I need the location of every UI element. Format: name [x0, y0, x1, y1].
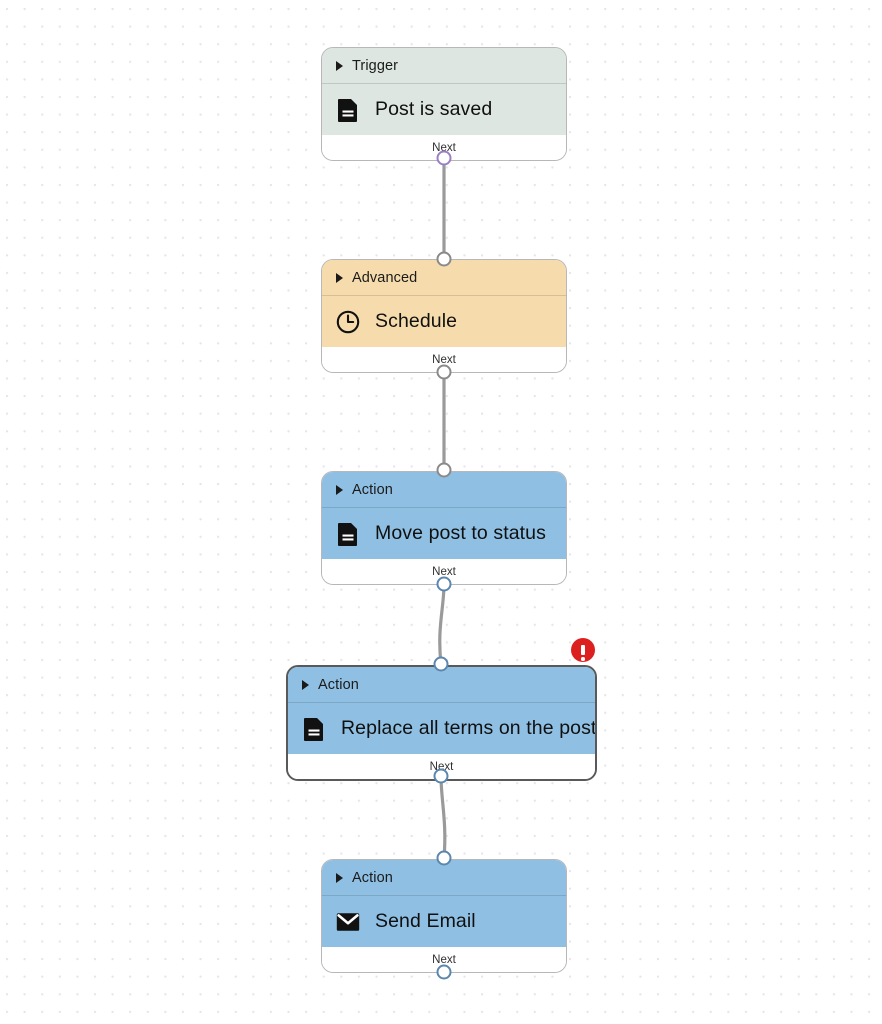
- document-icon: [336, 98, 360, 122]
- port-replace-out[interactable]: [433, 768, 449, 784]
- envelope-icon: [336, 910, 360, 934]
- port-email-in[interactable]: [436, 850, 452, 866]
- node-category-label: Action: [352, 869, 393, 886]
- node-header[interactable]: Trigger: [322, 48, 566, 84]
- node-title: Replace all terms on the post: [341, 717, 597, 739]
- node-category-label: Trigger: [352, 57, 399, 74]
- node-footer-next[interactable]: Next: [288, 754, 595, 779]
- edge-replace-to-email: [439, 774, 447, 860]
- node-body[interactable]: Schedule: [322, 296, 566, 347]
- port-move-in[interactable]: [436, 462, 452, 478]
- chevron-right-icon[interactable]: [336, 484, 343, 495]
- node-body[interactable]: Replace all terms on the post: [288, 703, 595, 754]
- error-badge[interactable]: [571, 638, 595, 662]
- node-header[interactable]: Action: [288, 667, 595, 703]
- chevron-right-icon[interactable]: [336, 60, 343, 71]
- port-move-out[interactable]: [436, 576, 452, 592]
- node-title: Move post to status: [375, 522, 546, 544]
- workflow-node-trigger[interactable]: Trigger Post is saved Next: [321, 47, 567, 161]
- port-email-out[interactable]: [436, 964, 452, 980]
- clock-icon: [336, 310, 360, 334]
- node-title: Schedule: [375, 310, 458, 332]
- node-body[interactable]: Post is saved: [322, 84, 566, 135]
- node-header[interactable]: Action: [322, 860, 566, 896]
- node-body[interactable]: Move post to status: [322, 508, 566, 559]
- document-icon: [336, 522, 360, 546]
- chevron-right-icon[interactable]: [302, 679, 309, 690]
- document-icon: [302, 717, 326, 741]
- port-advanced-in[interactable]: [436, 251, 452, 267]
- node-category-label: Action: [352, 481, 393, 498]
- workflow-node-replace-all-terms[interactable]: Action Replace all terms on the post Nex…: [286, 665, 597, 781]
- node-title: Send Email: [375, 910, 476, 932]
- chevron-right-icon[interactable]: [336, 272, 343, 283]
- node-header[interactable]: Action: [322, 472, 566, 508]
- workflow-node-move-post-to-status[interactable]: Action Move post to status Next: [321, 471, 567, 585]
- exclamation-icon: [581, 645, 585, 661]
- workflow-node-send-email[interactable]: Action Send Email Next: [321, 859, 567, 973]
- node-category-label: Advanced: [352, 269, 418, 286]
- node-title: Post is saved: [375, 98, 493, 120]
- port-advanced-out[interactable]: [436, 364, 452, 380]
- node-body[interactable]: Send Email: [322, 896, 566, 947]
- node-category-label: Action: [318, 676, 359, 693]
- port-replace-in[interactable]: [433, 656, 449, 672]
- edge-move-to-replace: [438, 582, 446, 666]
- chevron-right-icon[interactable]: [336, 872, 343, 883]
- workflow-node-advanced[interactable]: Advanced Schedule Next: [321, 259, 567, 373]
- port-trigger-out[interactable]: [436, 150, 452, 166]
